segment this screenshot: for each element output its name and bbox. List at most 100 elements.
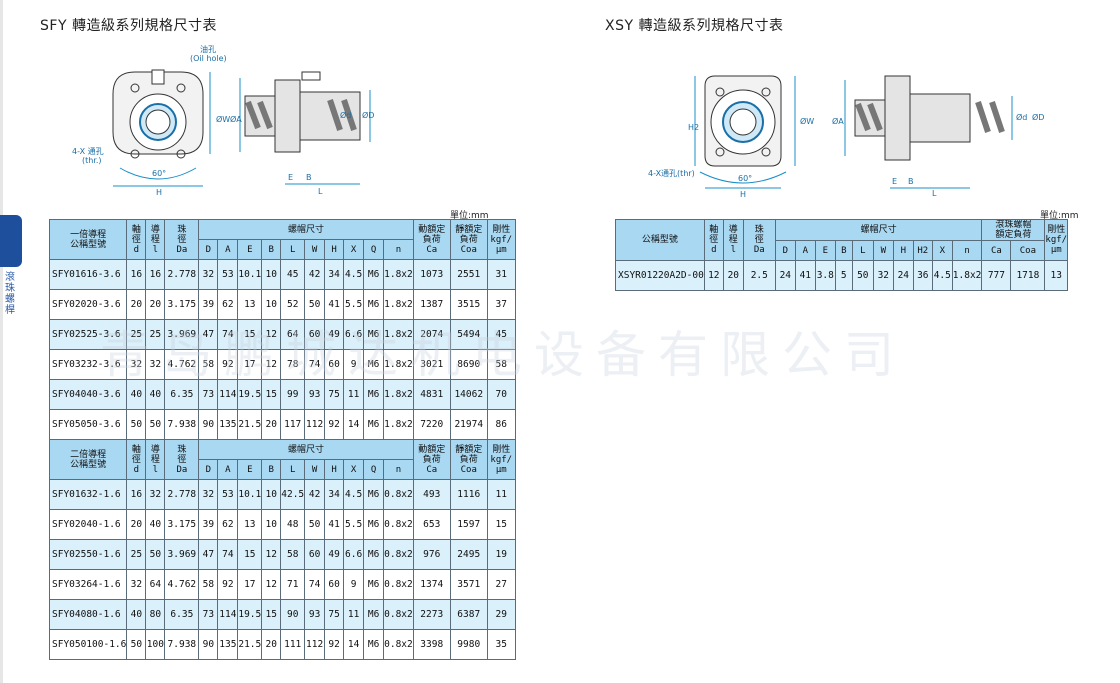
value-cell: 50 (145, 539, 166, 570)
value-cell: 50 (304, 289, 326, 320)
dim-b-label: B (306, 173, 312, 182)
value-cell: 93 (304, 379, 326, 410)
ca-header: Ca (981, 240, 1012, 261)
header-stack: 一倍導程公稱型號 (51, 230, 126, 250)
header-line: 公稱型號 (70, 239, 107, 250)
value-cell: 4.762 (164, 569, 200, 600)
nut-column-header: H (324, 459, 345, 480)
value-cell: 32 (126, 569, 147, 600)
header-line: 徑 (131, 454, 141, 465)
model-cell: XSYR01220A2D-00 (615, 260, 705, 291)
value-cell: 48 (280, 509, 306, 540)
dim-e-label: E (892, 177, 897, 186)
nut-column-header: Q (363, 239, 385, 260)
coa-header: Coa (1010, 240, 1046, 261)
angle-label: 60° (152, 169, 166, 178)
value-cell: 74 (304, 349, 326, 380)
value-cell: 42 (304, 259, 326, 290)
sfy-title: SFY 轉造級系列規格尺寸表 (40, 18, 217, 34)
header-line: 負荷 (459, 454, 478, 465)
value-cell: 9 (343, 569, 365, 600)
nut-column-header: E (237, 459, 263, 480)
dim-h-label: H (156, 188, 162, 197)
value-cell: 50 (145, 409, 166, 440)
xsy-drawing: H2 4-X通孔(thr) 60° H ØW ØA Ød ØD E B L (648, 75, 1044, 199)
nut-column-header: W (304, 459, 326, 480)
value-cell: 41 (324, 509, 345, 540)
value-cell: 135 (217, 409, 239, 440)
nut-column-header: D (774, 240, 796, 261)
value-cell: 49 (324, 539, 345, 570)
header-line: Da (753, 245, 765, 255)
header-line: μm (495, 244, 507, 255)
value-cell: 10 (261, 259, 282, 290)
header-line: 二倍導程 (70, 449, 107, 460)
header-line: 珠 (754, 225, 764, 235)
value-cell: 39 (198, 509, 219, 540)
value-cell: 493 (412, 479, 451, 510)
nut-column-header: n (383, 239, 414, 260)
value-cell: M6 (363, 289, 385, 320)
value-cell: 1073 (412, 259, 451, 290)
dim-w-label: ØW (800, 116, 814, 126)
value-cell: 1374 (412, 569, 451, 600)
nut-column-header: X (343, 239, 365, 260)
value-cell: 60 (324, 349, 345, 380)
thr-label: 4-X通孔(thr) (648, 168, 695, 178)
header-line: d (711, 245, 717, 255)
header-line: kgf/ (490, 454, 513, 465)
header-line: 剛性 (492, 224, 511, 235)
header-line: 負荷 (459, 234, 478, 245)
value-cell: 4.5 (343, 479, 365, 510)
nut-column-header: W (872, 240, 894, 261)
value-cell: 41 (794, 260, 816, 291)
value-cell: 50 (126, 409, 147, 440)
value-cell: 13 (237, 509, 263, 540)
value-cell: 29 (486, 599, 516, 630)
value-cell: 80 (145, 599, 166, 630)
value-cell: 13 (1044, 260, 1069, 291)
value-cell: 4.762 (164, 349, 200, 380)
section-tab-char: 螺 (5, 294, 15, 305)
value-cell: 6.35 (164, 379, 200, 410)
value-cell: 42 (304, 479, 326, 510)
thr-label: 4-X 通孔 (72, 146, 104, 156)
value-cell: 53 (217, 259, 239, 290)
value-cell: 92 (217, 349, 239, 380)
value-cell: 4.5 (343, 259, 365, 290)
value-cell: 2.778 (164, 479, 200, 510)
value-cell: 3.175 (164, 289, 200, 320)
value-cell: 11 (343, 599, 365, 630)
value-cell: 78 (280, 349, 306, 380)
nut-column-header: H (892, 240, 914, 261)
header-line: l (152, 464, 159, 475)
value-cell: 777 (981, 260, 1012, 291)
value-cell: 20 (722, 260, 744, 291)
value-cell: 3.969 (164, 539, 200, 570)
header-line: Coa (460, 464, 477, 475)
value-cell: M6 (363, 539, 385, 570)
section-tab[interactable] (0, 215, 22, 267)
value-cell: 32 (145, 479, 166, 510)
value-cell: 1.8x2 (383, 379, 414, 410)
value-cell: 20 (126, 509, 147, 540)
dim-l-label: L (932, 189, 937, 198)
nut-column-header: L (851, 240, 874, 261)
value-cell: 60 (304, 539, 326, 570)
value-cell: 1.8x2 (383, 349, 414, 380)
value-cell: M6 (363, 319, 385, 350)
value-cell: 10 (261, 289, 282, 320)
header-line: l (152, 244, 159, 255)
value-cell: 3398 (412, 629, 451, 660)
dim-dd-label: Ød (1016, 112, 1027, 122)
value-cell: 3.8 (814, 260, 836, 291)
